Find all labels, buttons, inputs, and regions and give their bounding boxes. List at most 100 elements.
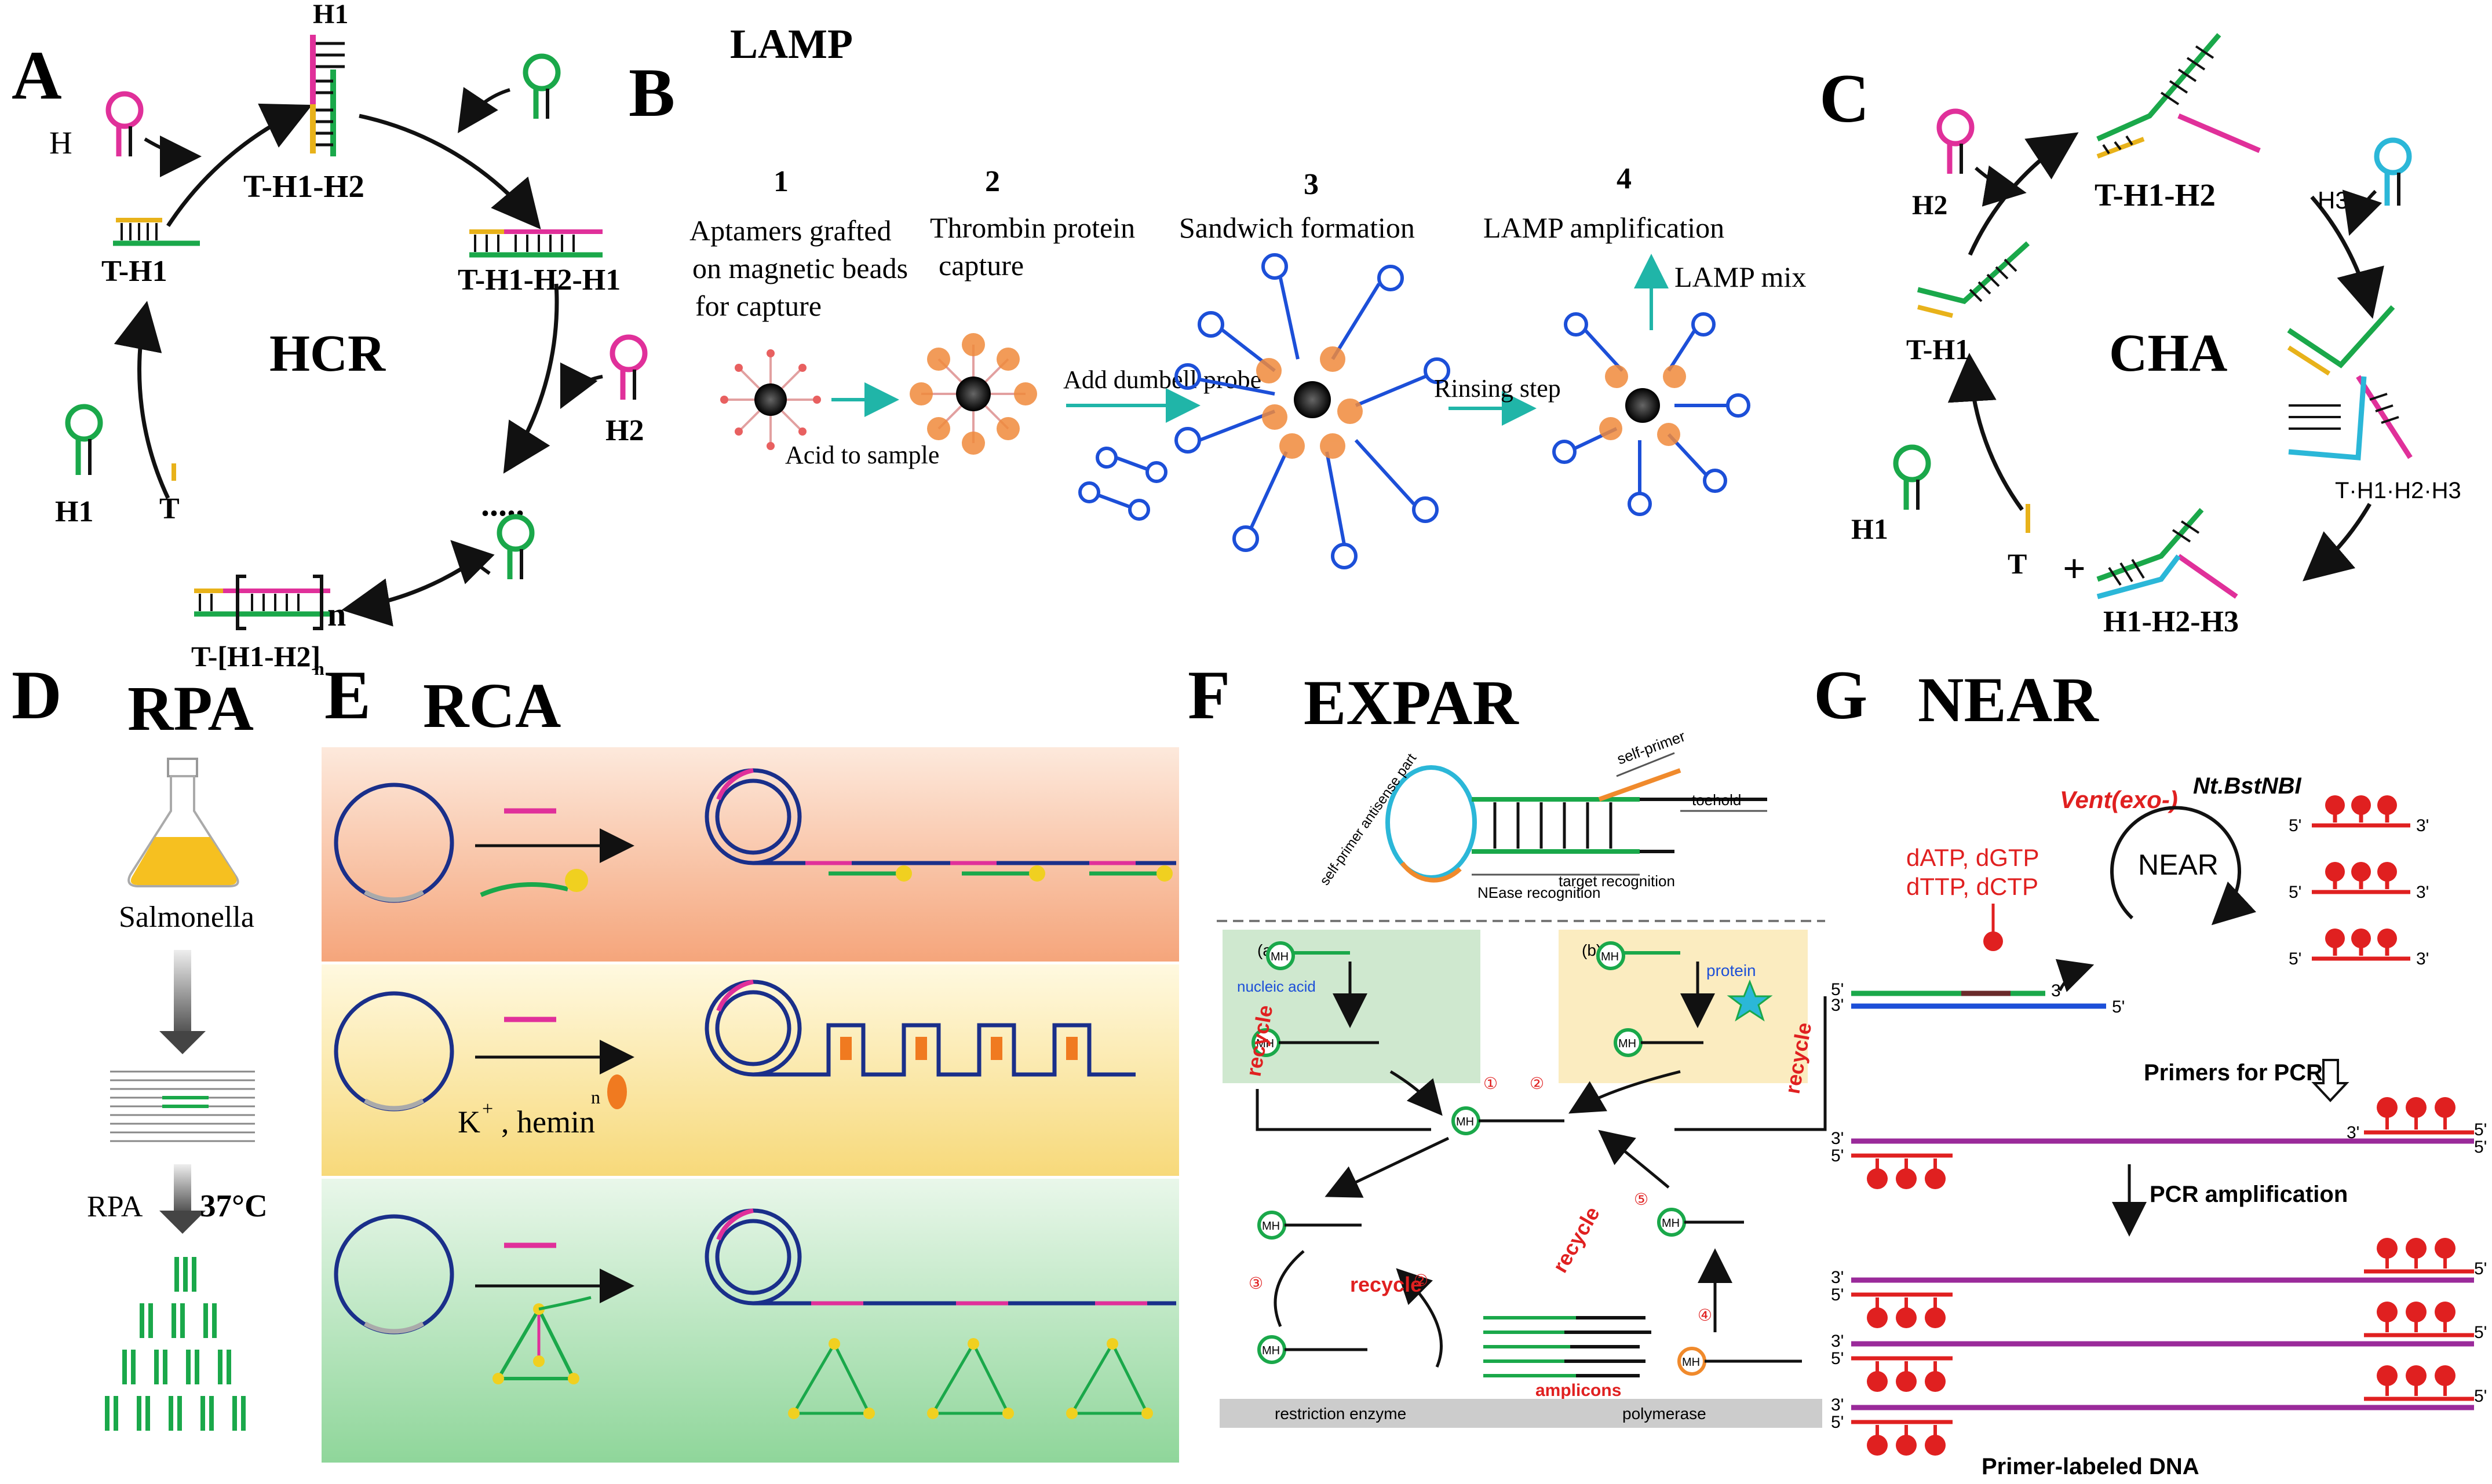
rca-label-n: n — [591, 1087, 600, 1107]
rca-label-kplus: + — [482, 1098, 493, 1120]
lamp-step-2-text-2: capture — [939, 249, 1024, 282]
hcr-label-product: T-[H1-H2] — [191, 640, 320, 672]
panel-d-letter: D — [12, 656, 62, 733]
expar-mh-3: MH — [1256, 1037, 1274, 1050]
panel-g-title: NEAR — [1918, 664, 2099, 735]
near-dup-5a: 5' — [1831, 980, 1844, 999]
panel-c-title: CHA — [2109, 323, 2227, 382]
near-t1-5: 5' — [1831, 1146, 1844, 1165]
cha-h1-h2-h3-complex — [2096, 508, 2238, 600]
expar-mh-1: MH — [1271, 951, 1289, 963]
near-dup-5b: 5' — [2112, 997, 2125, 1017]
near-pcr-products — [1851, 1238, 2474, 1456]
near-r2-5: 5' — [1831, 1349, 1844, 1368]
expar-label-nucleic: nucleic acid — [1237, 978, 1316, 995]
hcr-label-product-sub: n — [314, 658, 324, 679]
cha-label-t-h1: T-H1 — [1906, 333, 1969, 365]
cha-label-t-h1-h2: T-H1-H2 — [2095, 177, 2216, 213]
expar-step-3: ③ — [1249, 1274, 1263, 1292]
lamp-step-1-text-3: for capture — [695, 290, 822, 322]
expar-legend-bar — [1220, 1399, 1822, 1428]
cha-t-h1-h2-complex — [2096, 33, 2261, 159]
expar-label-protein: protein — [1706, 962, 1756, 979]
near-t1-5c: 5' — [2474, 1138, 2487, 1157]
hcr-hairpin-h1-bottom — [65, 404, 103, 475]
hcr-product-polymer — [194, 575, 330, 630]
expar-mh-6: MH — [1262, 1220, 1280, 1233]
cha-hairpin-h2 — [1936, 108, 1975, 174]
expar-recycle-4: recycle — [1548, 1202, 1604, 1277]
near-hollow-arrow — [2311, 1059, 2349, 1102]
rca-row-3 — [334, 1208, 1176, 1419]
hcr-label-n: n — [327, 595, 346, 633]
near-r3-5: 5' — [1831, 1413, 1844, 1432]
rpa-dna-strands — [110, 1070, 255, 1142]
near-template-duplex — [1851, 990, 2106, 1009]
lamp-step-2-num: 2 — [985, 165, 1000, 198]
lamp-bead-4 — [1552, 312, 1750, 516]
cha-t-h1-h2-h3-complex — [2287, 305, 2413, 460]
hcr-label-h1: H1 — [55, 495, 93, 528]
near-prod3-3: 3' — [2416, 949, 2429, 968]
lamp-step-1-text-2: on magnetic beads — [692, 252, 908, 284]
panel-e-letter: E — [324, 656, 371, 733]
near-r1-5b: 5' — [2474, 1259, 2487, 1278]
rca-label-hemin: , hemin — [501, 1105, 595, 1139]
cha-arrow-3 — [2303, 503, 2372, 582]
hcr-label-t-h1: T-H1 — [101, 255, 167, 288]
expar-mh-molecules — [1252, 941, 1802, 1376]
near-label-dntps-2: dTTP, dCTP — [1906, 873, 2038, 900]
lamp-bead-3 — [1174, 253, 1450, 569]
panel-f-title: EXPAR — [1304, 667, 1519, 738]
panel-b-lamp: B LAMP 1 Aptamers grafted on magnetic be… — [629, 21, 1806, 569]
expar-label-polymerase: polymerase — [1622, 1405, 1706, 1423]
expar-mh-2: MH — [1601, 951, 1619, 963]
near-t1-3: 3' — [1831, 1129, 1844, 1148]
lamp-bead-1 — [720, 349, 821, 450]
expar-mh-7: MH — [1262, 1344, 1280, 1357]
near-r1-3: 3' — [1831, 1268, 1844, 1287]
rpa-label-rpa: RPA — [87, 1190, 143, 1223]
hcr-label-h1-top: H1 — [313, 0, 348, 30]
expar-mh-8: MH — [1662, 1217, 1680, 1230]
near-t1-5b: 5' — [2474, 1120, 2487, 1139]
expar-step-5: ⑤ — [1634, 1190, 1648, 1208]
cha-arrow-1 — [1968, 132, 2079, 256]
near-products — [2312, 795, 2410, 961]
expar-step-1: ① — [1483, 1074, 1498, 1092]
expar-mh-9: MH — [1682, 1356, 1700, 1369]
rpa-arrow-1 — [159, 950, 206, 1054]
hcr-t-h1-h2-h1-complex — [469, 229, 603, 258]
hcr-label-h2: H2 — [605, 414, 644, 447]
expar-label-restriction: restriction enzyme — [1275, 1405, 1406, 1423]
cha-arrow-2 — [2310, 195, 2384, 319]
expar-step-2b: ② — [1414, 1271, 1428, 1289]
panel-a-hcr: A HCR ..... H T-H1 H1 T-H1-H2 — [12, 0, 648, 679]
near-cycle-arrow — [2110, 806, 2257, 926]
rca-row-2: K + , hemin n — [334, 979, 1136, 1139]
lamp-step-2-text-1: Thrombin protein — [930, 211, 1135, 244]
panel-e-title: RCA — [423, 670, 561, 741]
lamp-label-rinse: Rinsing step — [1434, 374, 1561, 403]
near-label-pcr: PCR amplification — [2150, 1182, 2348, 1207]
panel-c-letter: C — [1819, 60, 1870, 137]
lamp-dumbbells-free — [1078, 447, 1167, 521]
near-label-labeled: Primer-labeled DNA — [1982, 1454, 2199, 1479]
hcr-label-h: H — [49, 125, 72, 160]
cha-label-t-h1-h2-h3: T·H1·H2·H3 — [2335, 478, 2461, 503]
panel-d-title: RPA — [127, 673, 254, 744]
cha-label-h2: H2 — [1912, 190, 1947, 221]
panel-c-cha: C CHA H2 T-H1-H2 H3 — [1819, 33, 2461, 638]
lamp-bead-2 — [910, 333, 1037, 455]
panel-a-title: HCR — [269, 325, 386, 382]
near-label-dntps-1: dATP, dGTP — [1906, 844, 2039, 871]
lamp-step-3-num: 3 — [1304, 168, 1319, 201]
lamp-label-mix: LAMP mix — [1674, 261, 1806, 293]
panel-b-letter: B — [629, 54, 675, 131]
lamp-step-1-num: 1 — [773, 165, 789, 198]
expar-label-amplicons: amplicons — [1535, 1381, 1621, 1400]
lamp-label-dumbell: Add dumbell probe — [1063, 365, 1261, 394]
expar-hairpin-schematic — [1385, 752, 1767, 883]
near-prod2-5: 5' — [2289, 883, 2301, 902]
